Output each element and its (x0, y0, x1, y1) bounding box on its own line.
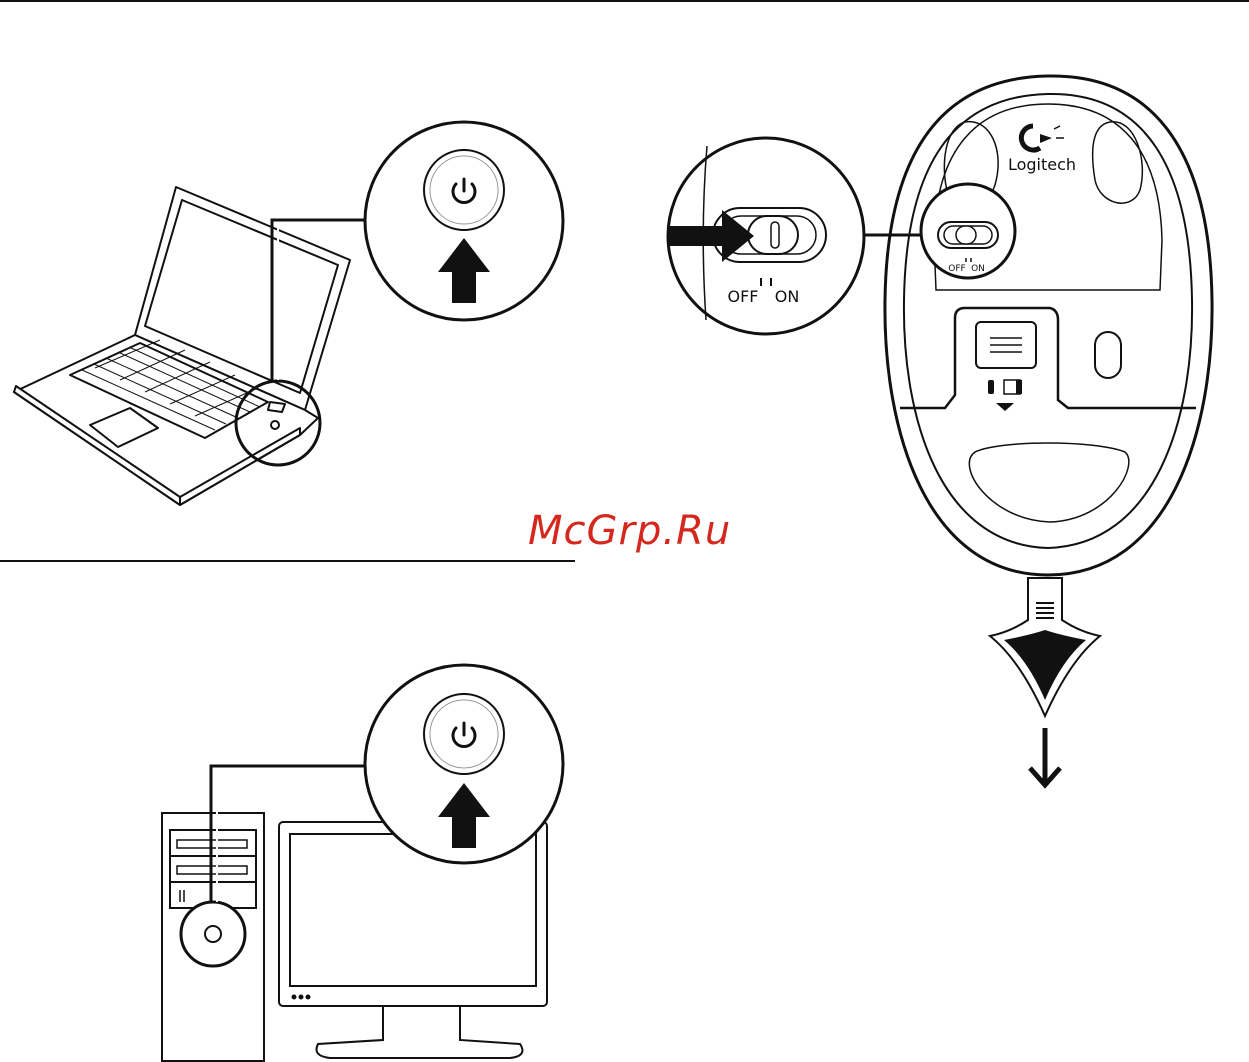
switch-off-label: OFF (728, 287, 759, 306)
small-switch-on-label: ON (971, 264, 985, 274)
laptop-power-callout (365, 122, 563, 320)
arrow-down-icon (1030, 728, 1060, 785)
switch-on-label: ON (775, 287, 800, 306)
desktop-power-callout (365, 665, 563, 863)
tower-power-zoom-ring (181, 902, 245, 966)
power-button-icon (424, 694, 504, 774)
switch-callout: OFF ON (668, 138, 864, 334)
watermark: McGrp.Ru (528, 508, 731, 554)
battery-pull-tab (990, 578, 1100, 716)
brand-name: Logitech (1008, 155, 1076, 174)
mouse-switch-zoom: OFF ON (921, 184, 1015, 278)
mouse-underside-illustration (885, 76, 1212, 575)
monitor-illustration (279, 822, 547, 1058)
power-button-icon (424, 150, 504, 230)
small-switch-off-label: OFF (948, 264, 965, 274)
